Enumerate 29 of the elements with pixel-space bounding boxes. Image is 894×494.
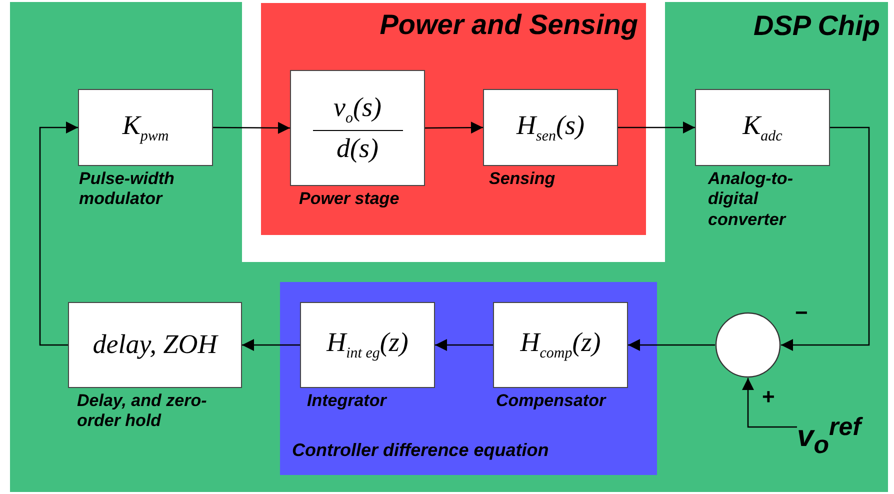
- block-caption: Integrator: [307, 391, 388, 412]
- region-title: DSP Chip: [753, 10, 880, 42]
- signal-arrow: [628, 339, 715, 351]
- signal-arrow: [781, 126, 870, 351]
- signal-arrow: [435, 339, 493, 351]
- signal-arrow: [39, 122, 78, 346]
- signal-arrow: [742, 378, 797, 428]
- signal-arrow: [425, 122, 483, 134]
- signal-arrow: [213, 122, 290, 134]
- region-title: Power and Sensing: [380, 9, 638, 41]
- transfer-function: H$_{comp}$(z): [520, 328, 601, 362]
- plus-sign: +: [762, 384, 775, 410]
- block-caption: Delay, and zero-order hold: [77, 391, 208, 432]
- transfer-function: H$_{int eg}$(z): [326, 328, 408, 362]
- block-caption: Power stage: [299, 189, 400, 210]
- block-caption: Pulse-width modulator: [79, 169, 176, 210]
- signal-arrow: [242, 339, 300, 351]
- block-caption: Analog-to-digital converter: [708, 169, 794, 230]
- transfer-function: K$_{adc}$: [742, 110, 782, 144]
- transfer-function: delay, ZOH: [92, 330, 218, 360]
- signal-arrow: [618, 122, 695, 134]
- transfer-function: v$_{o}$(s): [334, 92, 382, 127]
- region-title: Controller difference equation: [292, 440, 549, 461]
- block-caption: Compensator: [496, 391, 608, 412]
- transfer-function: H$_{sen}$(s): [516, 110, 584, 144]
- block-caption: Sensing: [489, 169, 556, 190]
- transfer-function: d(s): [336, 134, 378, 164]
- transfer-function: K$_{pwm}$: [122, 110, 169, 144]
- minus-sign: −: [795, 300, 808, 326]
